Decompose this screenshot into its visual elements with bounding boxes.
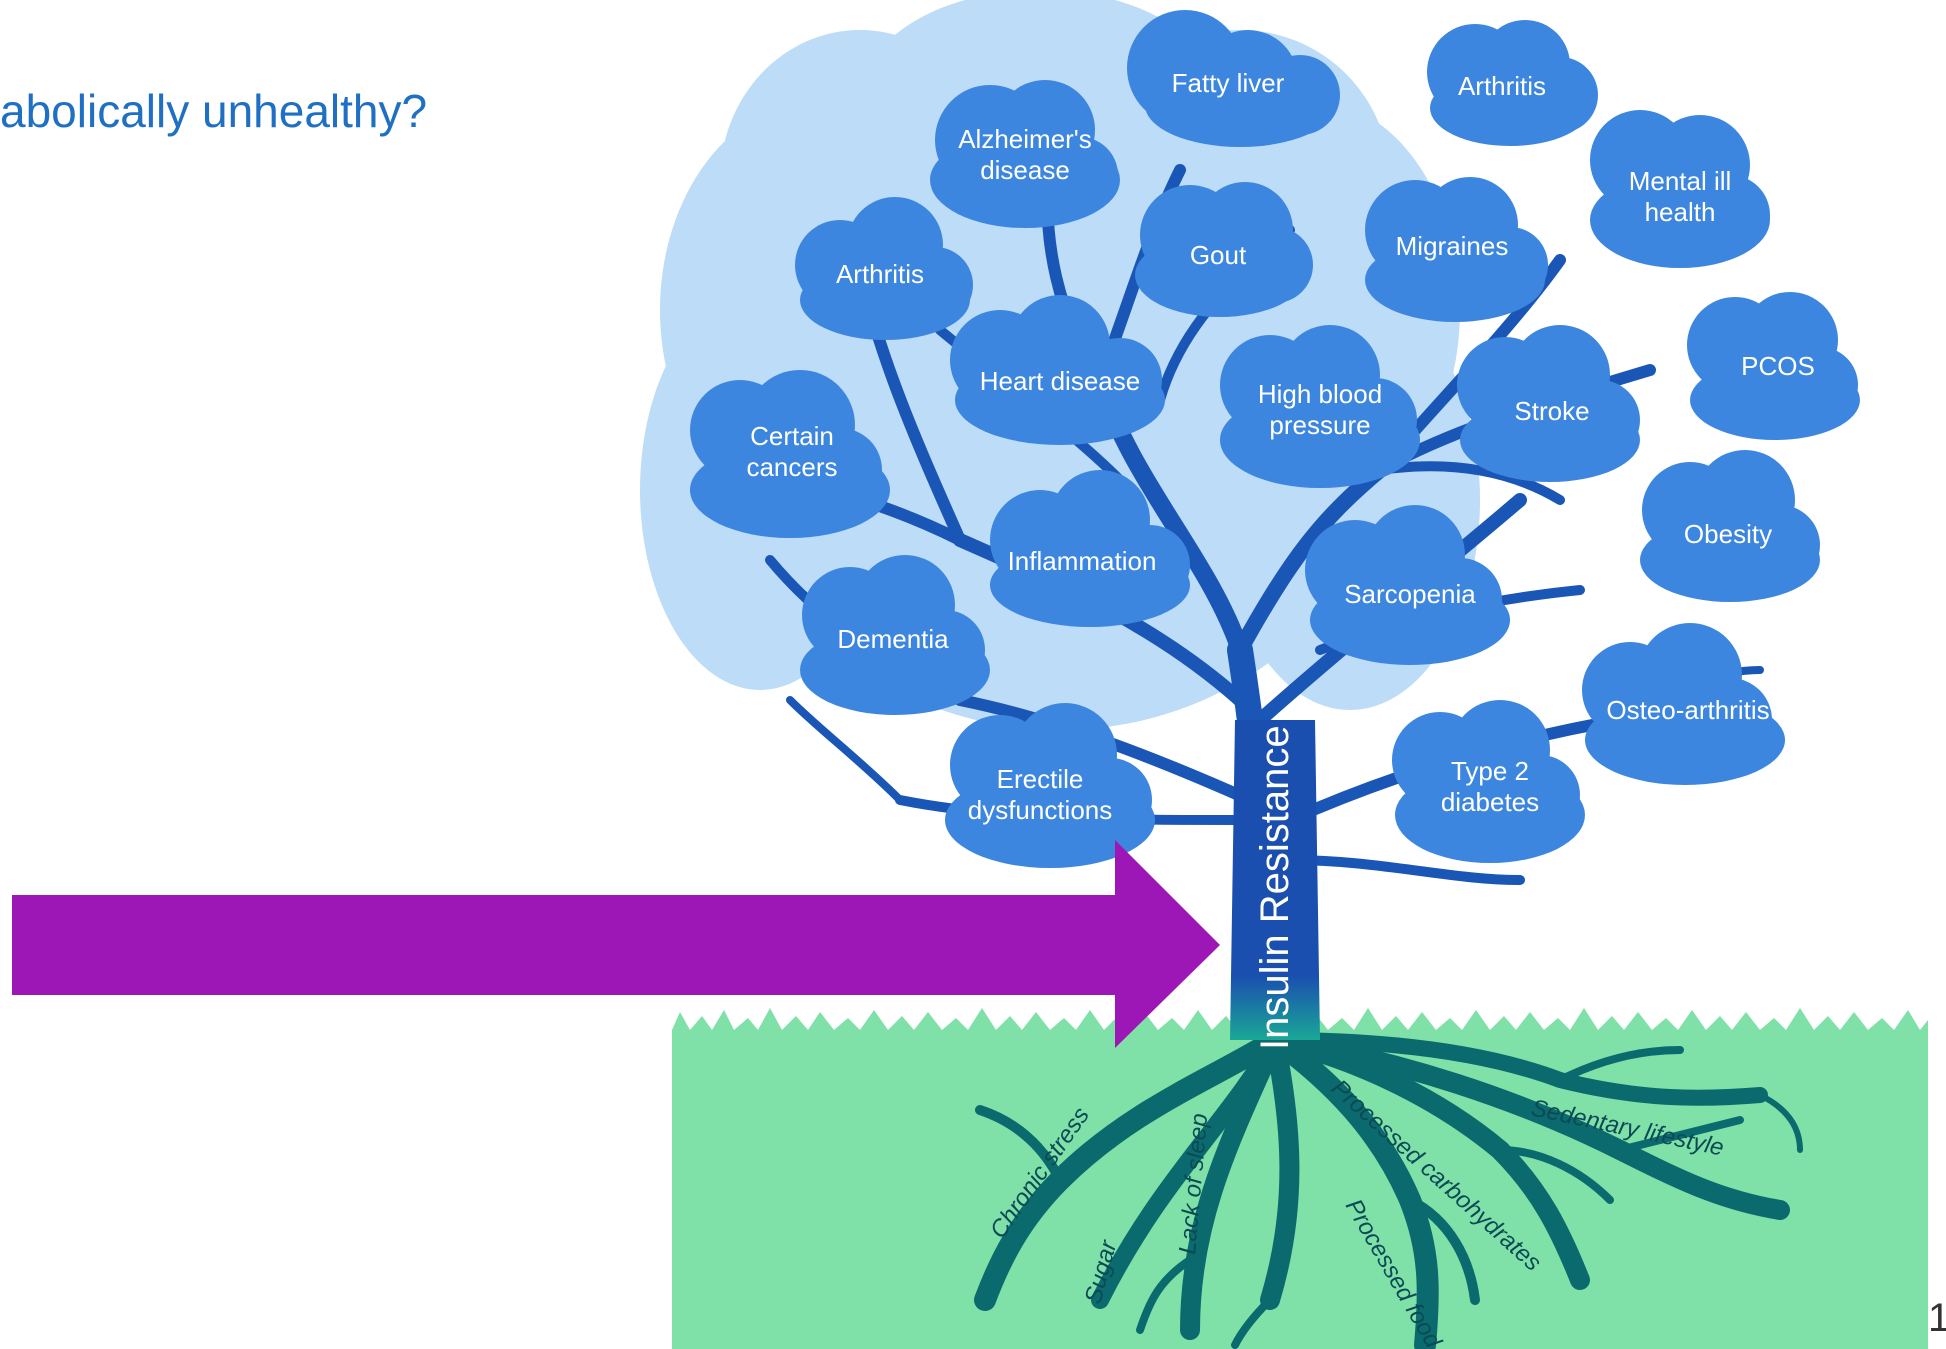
leaves — [690, 10, 1860, 868]
cloud-osteo-arthritis — [1582, 623, 1785, 785]
page-title: abolically unhealthy? — [0, 85, 428, 137]
label-obesity: Obesity — [1684, 519, 1772, 549]
cloud-alzheimers — [930, 80, 1120, 228]
cloud-fatty-liver — [1127, 10, 1340, 147]
cloud-erectile-dysfunctions — [945, 703, 1155, 868]
label-inflammation: Inflammation — [1008, 546, 1157, 576]
page-number: 1 — [1928, 1296, 1946, 1340]
grass-blades — [672, 1008, 1928, 1040]
label-osteo-arthritis: Osteo-arthritis — [1606, 695, 1769, 725]
cloud-inflammation — [990, 470, 1190, 627]
cloud-gout — [1135, 182, 1313, 317]
label-heart-disease: Heart disease — [980, 366, 1140, 396]
grass — [672, 1008, 1928, 1349]
cloud-sarcopenia — [1305, 505, 1510, 665]
cloud-dementia — [800, 555, 990, 715]
cloud-mental-ill-health — [1590, 110, 1770, 268]
cloud-arthritis-left — [795, 197, 973, 340]
trunk-label: Insulin Resistance — [1253, 725, 1297, 1050]
cloud-migraines — [1365, 177, 1548, 322]
trunk: Insulin Resistance — [1230, 720, 1320, 1050]
roots — [974, 1029, 1803, 1349]
cloud-heart-disease — [950, 295, 1165, 445]
label-migraines: Migraines — [1396, 231, 1509, 261]
pointer-arrow — [12, 840, 1220, 1048]
cloud-pcos — [1687, 292, 1860, 440]
label-sarcopenia: Sarcopenia — [1344, 579, 1476, 609]
cloud-obesity — [1640, 450, 1820, 602]
cloud-stroke — [1457, 325, 1640, 482]
cloud-arthritis-top — [1427, 20, 1598, 146]
label-stroke: Stroke — [1514, 396, 1589, 426]
label-arthritis-left: Arthritis — [836, 259, 924, 289]
label-dementia: Dementia — [837, 624, 949, 654]
cloud-certain-cancers — [690, 370, 890, 538]
label-fatty-liver: Fatty liver — [1172, 68, 1285, 98]
cloud-type-2-diabetes — [1392, 700, 1585, 863]
label-pcos: PCOS — [1741, 351, 1815, 381]
label-arthritis-top: Arthritis — [1458, 71, 1546, 101]
cloud-high-blood-pressure — [1220, 325, 1420, 488]
label-gout: Gout — [1190, 240, 1247, 270]
